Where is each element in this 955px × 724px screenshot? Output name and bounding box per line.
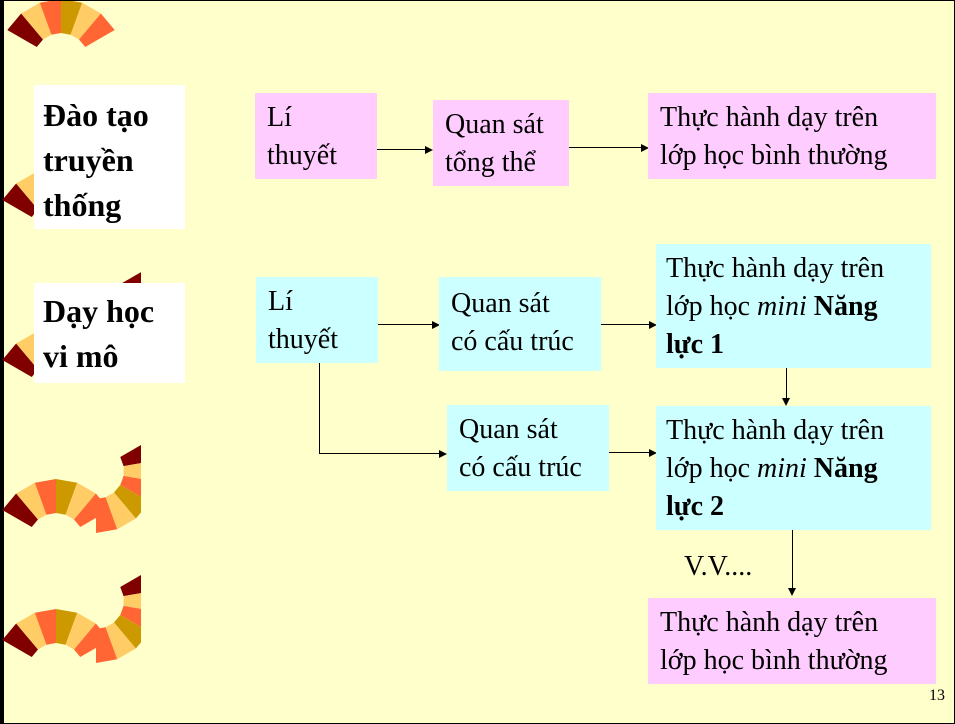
fan-segment	[7, 13, 44, 47]
fan-segment	[65, 612, 96, 650]
final-practice-line-1: Thực hành dạy trên	[660, 607, 879, 638]
practice2-bold2: lực 2	[666, 491, 725, 522]
fan-segment	[2, 623, 39, 657]
practice1-down-line	[786, 368, 787, 398]
arrow-bottom-1-head	[432, 321, 440, 329]
etc-label: V.V....	[684, 551, 753, 582]
fan-segment	[34, 479, 56, 515]
bottom-theory-line-2: thuyết	[268, 324, 338, 355]
observe2-line-2: có cấu trúc	[459, 452, 582, 483]
theory-down-branch-line	[319, 363, 320, 453]
arrow-bottom-2-head	[649, 321, 657, 329]
traditional-training-label: Đào tạo truyền thống	[34, 85, 185, 229]
arrow-bottom-3-line	[609, 452, 649, 453]
fan-segment	[16, 482, 47, 520]
arrow-top-1-head	[425, 146, 433, 154]
traditional-label-line-2: truyền	[43, 142, 134, 178]
fan-segment	[73, 623, 110, 657]
practice2-line-2: lớp học mini Năng	[666, 450, 921, 488]
fan-segment	[113, 485, 141, 519]
fan-segment	[120, 445, 141, 467]
practice2-bold1: Năng	[813, 453, 878, 484]
practice1-down-head	[782, 398, 790, 406]
traditional-label-line-3: thống	[43, 187, 122, 223]
final-practice-line-2: lớp học bình thường	[660, 645, 888, 676]
bottom-theory-box: Lí thuyết	[256, 277, 378, 363]
fan-segment	[105, 492, 136, 530]
fan-segment	[120, 605, 141, 627]
fan-segment	[123, 463, 141, 479]
observe1-line-2: có cấu trúc	[451, 326, 574, 357]
top-practice-line-2: lớp học bình thường	[660, 140, 888, 171]
fan-segment	[2, 343, 39, 377]
arrow-bottom-1-line	[378, 324, 432, 325]
fan-segment	[105, 622, 136, 660]
observe2-line-1: Quan sát	[459, 414, 558, 445]
top-observe-line-1: Quan sát	[445, 109, 544, 140]
observe-structured-box-1: Quan sát có cấu trúc	[439, 277, 601, 371]
fan-segment	[56, 479, 78, 515]
practice1-italic: mini	[757, 291, 807, 322]
practice1-line-2: lớp học mini Năng	[666, 288, 921, 326]
practice1-line-1: Thực hành dạy trên	[666, 253, 885, 284]
fan-segment	[21, 2, 52, 40]
top-theory-box: Lí thuyết	[255, 93, 377, 179]
practice2-down-line	[792, 530, 793, 588]
observe1-line-1: Quan sát	[451, 288, 550, 319]
practice2-line-1: Thực hành dạy trên	[666, 415, 885, 446]
top-theory-line-1: Lí	[267, 102, 292, 133]
fan-segment	[70, 2, 101, 40]
theory-branch-horizontal-line	[319, 453, 439, 454]
bottom-theory-line-1: Lí	[268, 286, 293, 317]
practice2-down-head	[788, 588, 796, 596]
top-practice-line-1: Thực hành dạy trên	[660, 102, 879, 133]
micro-label-line-2: vi mô	[43, 338, 119, 374]
top-theory-line-2: thuyết	[267, 140, 337, 171]
fan-segment	[73, 493, 110, 527]
fan-segment	[123, 593, 141, 609]
practice2-pre: lớp học	[666, 453, 758, 484]
arrow-bottom-2-line	[601, 324, 649, 325]
page-number: 13	[929, 687, 945, 704]
practice-mini-box-2: Thực hành dạy trên lớp học mini Năng lực…	[656, 406, 931, 530]
practice1-pre: lớp học	[666, 291, 758, 322]
fan-segment	[120, 575, 141, 597]
fan-segment	[113, 615, 141, 649]
micro-teaching-label: Dạy học vi mô	[34, 283, 185, 383]
theory-branch-arrow-head	[439, 450, 447, 458]
fan-segment	[2, 493, 39, 527]
arrow-top-1-line	[377, 149, 425, 150]
practice2-italic: mini	[757, 453, 807, 484]
left-edge-border	[1, 1, 4, 723]
top-observe-line-2: tổng thể	[445, 147, 536, 178]
fan-segment	[34, 609, 56, 645]
fan-segment	[16, 612, 47, 650]
top-practice-box: Thực hành dạy trên lớp học bình thường	[648, 93, 936, 179]
fan-segment	[56, 609, 78, 645]
practice2-line-3: lực 2	[666, 488, 921, 526]
fan-segment	[78, 13, 115, 47]
micro-label-line-1: Dạy học	[43, 293, 155, 329]
arrow-top-2-head	[641, 144, 649, 152]
fan-segment	[2, 183, 39, 217]
practice-mini-box-1: Thực hành dạy trên lớp học mini Năng lực…	[656, 244, 931, 368]
practice1-bold1: Năng	[813, 291, 878, 322]
fan-segment	[65, 482, 96, 520]
final-practice-box: Thực hành dạy trên lớp học bình thường	[648, 598, 936, 684]
top-observe-box: Quan sát tổng thể	[433, 100, 569, 186]
practice1-bold2: lực 1	[666, 329, 725, 360]
traditional-label-line-1: Đào tạo	[43, 97, 149, 133]
practice1-line-3: lực 1	[666, 326, 921, 364]
fan-segment	[61, 1, 83, 35]
observe-structured-box-2: Quan sát có cấu trúc	[447, 405, 609, 491]
arrow-top-2-line	[569, 147, 641, 148]
arrow-bottom-3-head	[649, 449, 657, 457]
fan-segment	[39, 1, 61, 35]
fan-segment	[120, 475, 141, 497]
